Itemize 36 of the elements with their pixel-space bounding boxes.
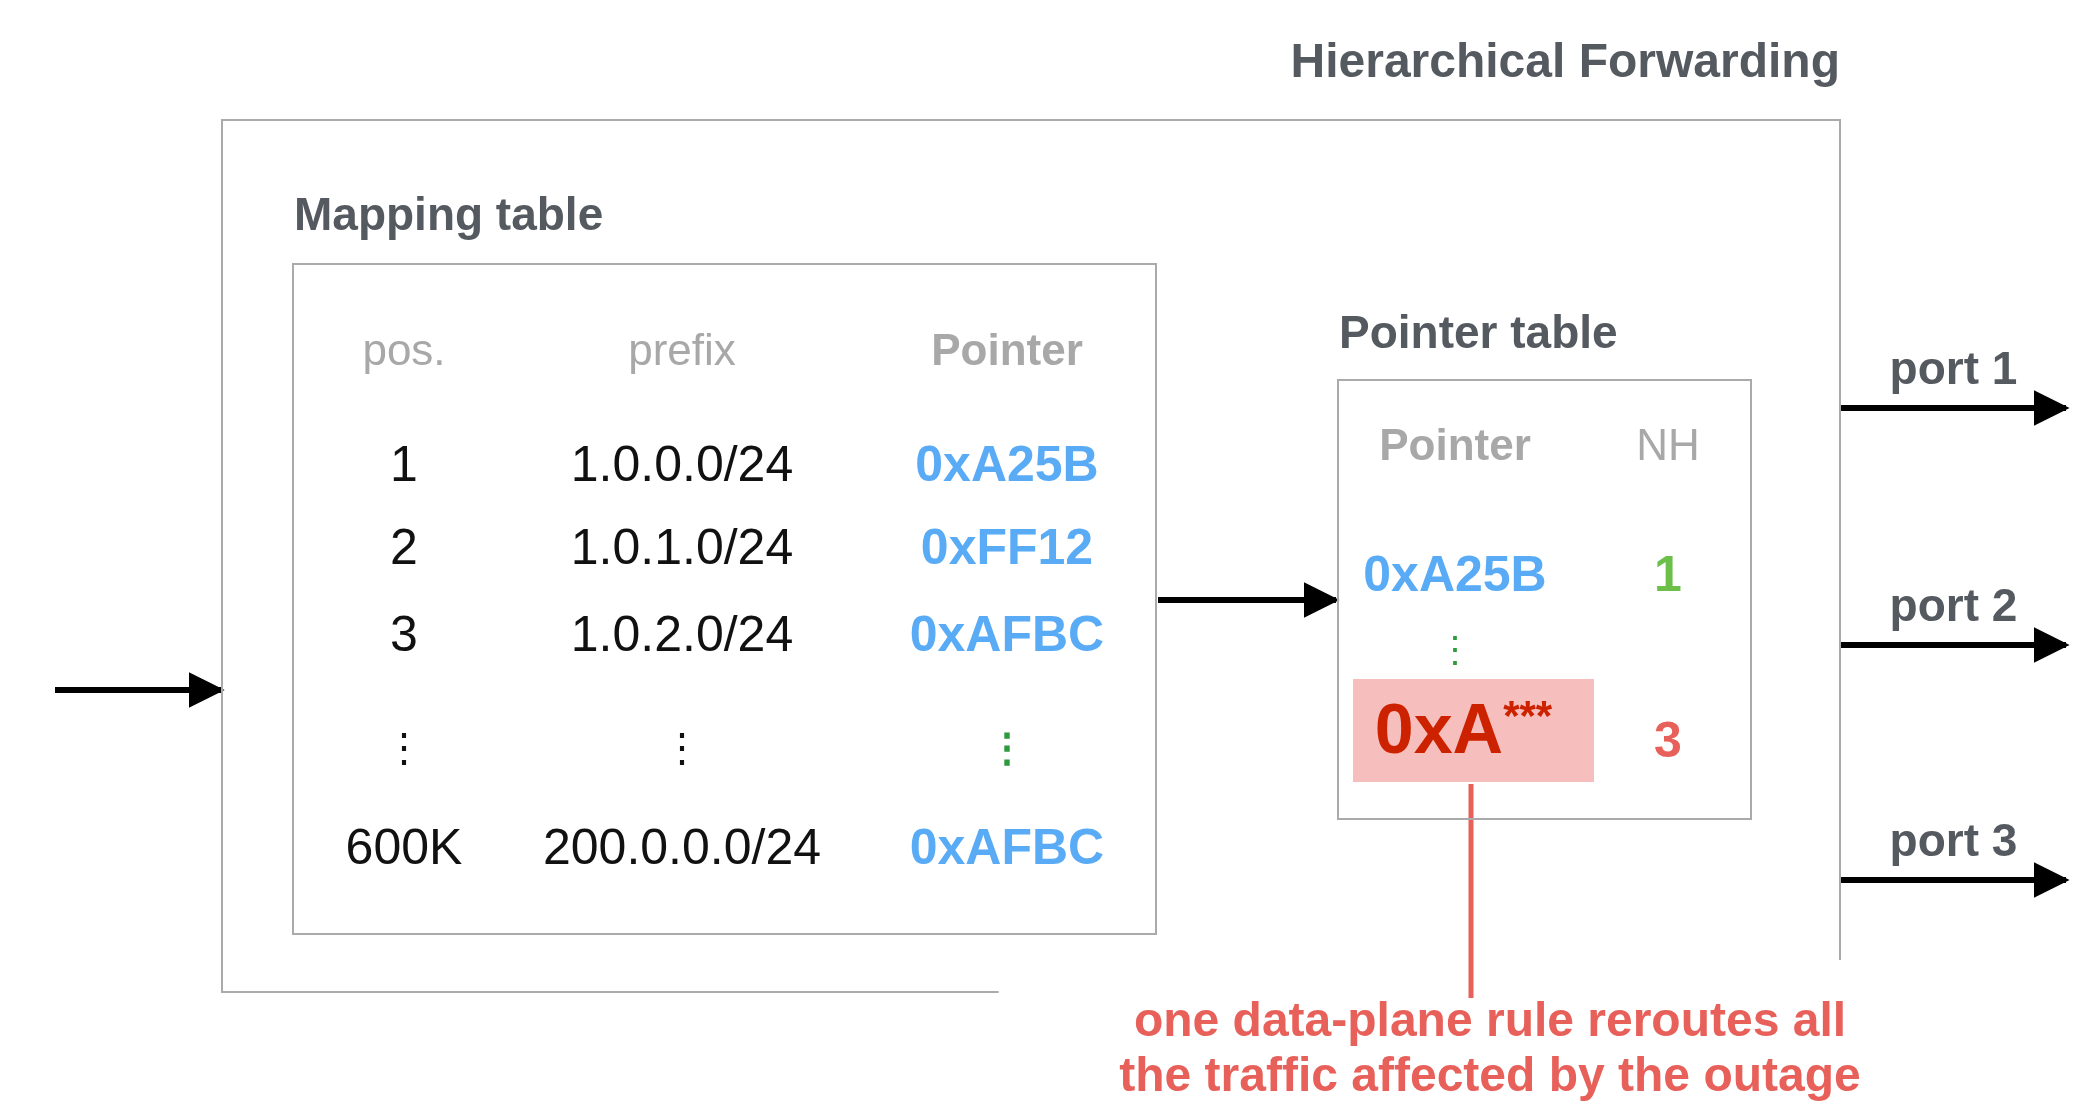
- table-heading: Pointer table: [1339, 305, 1618, 360]
- column-header: pos.: [362, 323, 446, 376]
- table-heading: Mapping table: [294, 187, 604, 242]
- column-header: NH: [1636, 418, 1700, 471]
- arrow: [1841, 862, 2070, 898]
- column-header: prefix: [628, 323, 736, 376]
- arrow: [55, 672, 225, 708]
- highlight-box: [1353, 679, 1594, 782]
- arrow: [1158, 582, 1340, 618]
- arrow: [1841, 390, 2070, 426]
- table-cell-text: 1: [390, 435, 418, 494]
- table-cell-text: 1.0.1.0/24: [570, 518, 794, 577]
- table-cell-text: 1.0.2.0/24: [570, 605, 794, 664]
- table-cell-text: 200.0.0.0/24: [543, 818, 821, 877]
- column-header: Pointer: [931, 323, 1083, 376]
- table-cell-text: 3: [390, 605, 418, 664]
- table-cell-text: 1.0.0.0/24: [570, 435, 794, 494]
- table-cell-text: 2: [390, 518, 418, 577]
- annotation-text: one data-plane rule reroutes all the traffic affected by the outage: [1115, 992, 1865, 1104]
- table-cell-text: 0xA25B: [915, 435, 1099, 494]
- table-cell-text: 600K: [345, 818, 463, 877]
- ellipsis: ⋮: [384, 724, 424, 771]
- table-cell-text: 0xAFBC: [909, 605, 1105, 664]
- table-cell-text: 3: [1654, 711, 1682, 770]
- ellipsis: ⋮: [987, 724, 1027, 771]
- ellipsis: ⋮: [662, 724, 702, 771]
- column-header: Pointer: [1379, 418, 1531, 471]
- highlighted-pointer: 0xA$^{***}$: [1374, 689, 1553, 770]
- table-cell-text: 0xA25B: [1363, 545, 1547, 604]
- panel-heading: Hierarchical Forwarding: [1290, 33, 1840, 89]
- table-cell-text: 0xFF12: [920, 518, 1094, 577]
- table-cell-text: 0xAFBC: [909, 818, 1105, 877]
- arrow: [1841, 627, 2070, 663]
- ellipsis: ⋮: [1437, 628, 1473, 672]
- table-cell-text: 1: [1654, 545, 1682, 604]
- leader-line: [1468, 784, 1474, 998]
